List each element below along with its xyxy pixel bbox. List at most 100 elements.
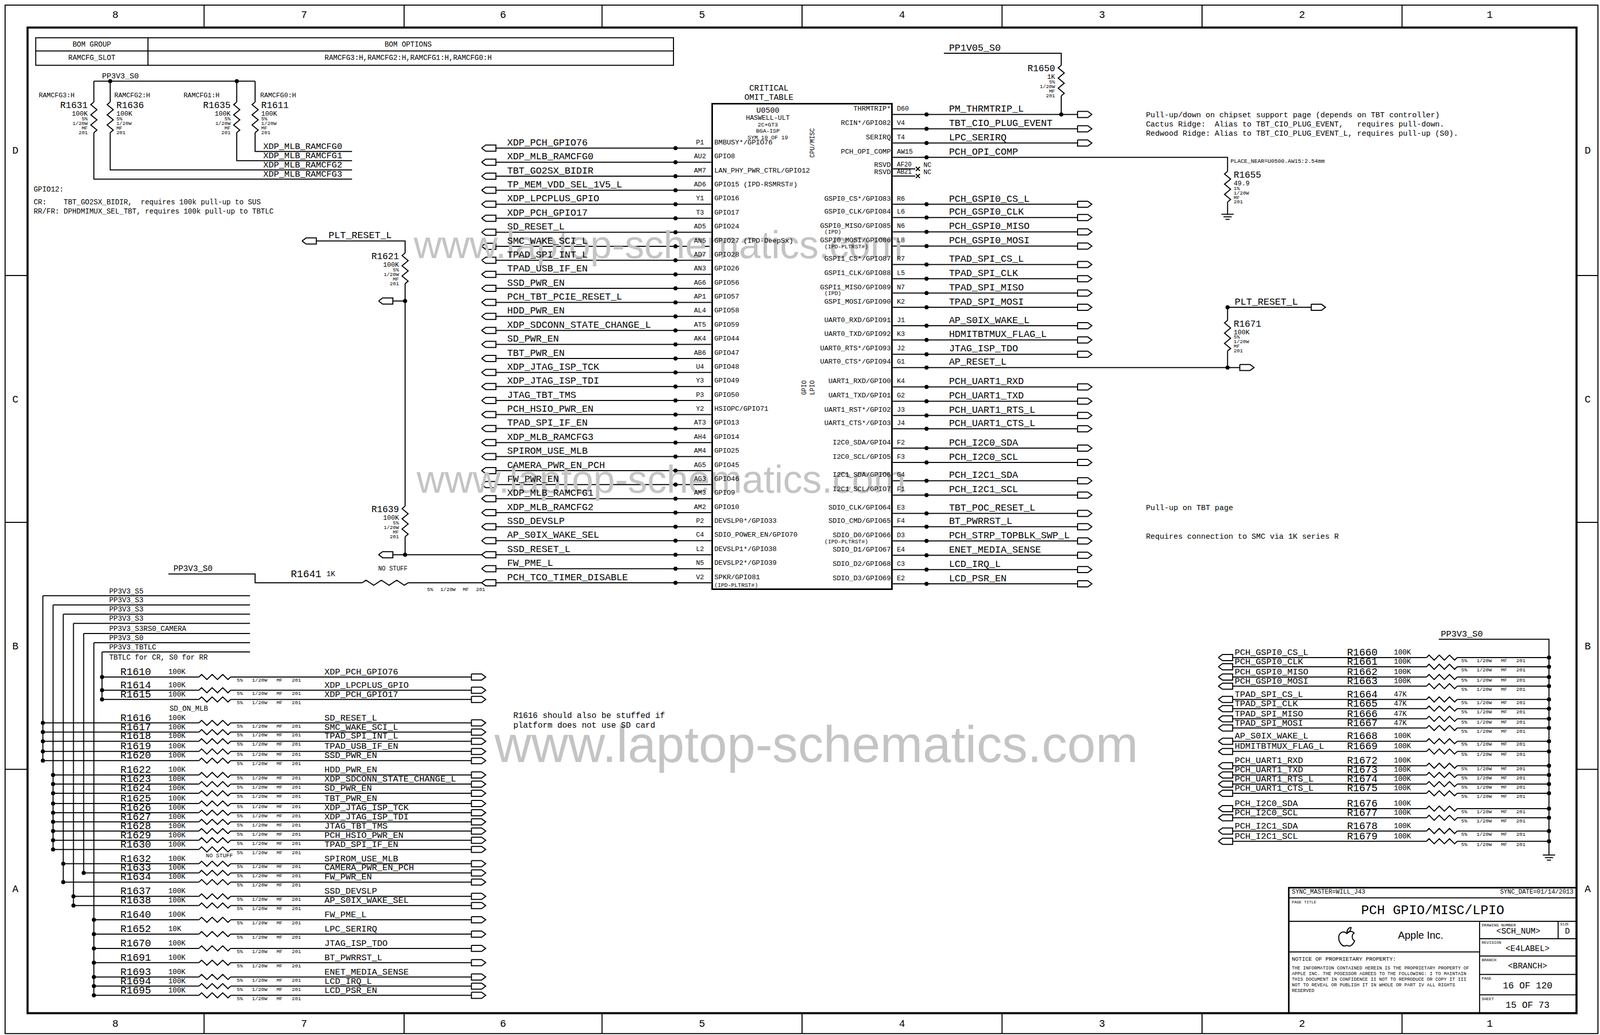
resistor-symbol xyxy=(199,870,231,876)
wire xyxy=(1457,783,1549,785)
component-spec: 5% 1/20W MF 201 xyxy=(236,987,301,993)
net-label: PCH_HSIO_PWR_EN xyxy=(507,404,594,415)
junction-dot xyxy=(91,946,96,951)
junction-dot xyxy=(51,810,56,815)
ball-number: J1 xyxy=(896,317,905,324)
offpage-connector xyxy=(481,313,496,320)
junction-dot xyxy=(1225,305,1230,310)
component-spec: 5% 1/20W MF 201 xyxy=(236,804,301,810)
junction-dot xyxy=(99,675,104,680)
wire xyxy=(495,217,711,219)
apple-logo-leaf xyxy=(1346,927,1352,933)
apple-logo xyxy=(1338,927,1355,946)
component-spec: 5% 1/20W MF 201 xyxy=(236,978,301,984)
pin-name: (IPD) xyxy=(824,290,842,297)
note-text: GPIO12: xyxy=(33,186,65,194)
offpage-connector xyxy=(471,893,486,900)
offpage-connector xyxy=(471,696,486,703)
pin-name: GPIO58 xyxy=(714,307,740,315)
title-block-text: BRANCH xyxy=(1481,958,1497,963)
ref-designator: R1641 xyxy=(290,569,322,580)
resistor-symbol xyxy=(199,861,231,867)
junction-dot xyxy=(51,819,56,825)
component-value: 100K xyxy=(1394,743,1412,751)
net-label: PP3V3_S3 xyxy=(109,615,144,623)
ball-number: N5 xyxy=(696,560,705,567)
ref-designator: R1661 xyxy=(1346,657,1378,668)
ball-number: F1 xyxy=(896,486,905,494)
net-label: SSD_DEVSLP xyxy=(324,887,378,897)
ref-designator: R1618 xyxy=(120,731,152,743)
offpage-connector xyxy=(481,537,496,544)
offpage-connector xyxy=(481,355,496,362)
component-value: 100K xyxy=(1394,649,1412,657)
offpage-connector xyxy=(1077,304,1092,311)
title-block-text: DRAWING NUMBER xyxy=(1481,923,1517,928)
grid-label: 1 xyxy=(1486,1019,1493,1030)
ref-designator: R1619 xyxy=(120,741,152,752)
ball-number: AN5 xyxy=(693,237,706,245)
net-label: PM_THRMTRIP_L xyxy=(949,104,1024,115)
ref-designator: R1655 xyxy=(1233,171,1262,181)
wire xyxy=(1457,685,1549,687)
component-value: 100K xyxy=(168,940,186,948)
offpage-connector xyxy=(471,687,486,694)
net-label: SMC_WAKE_SCI_L xyxy=(324,723,399,732)
frame-border xyxy=(27,27,1577,1014)
component-spec: 5% 1/20W MF 201 xyxy=(236,865,301,871)
resistor-symbol xyxy=(1224,320,1231,352)
ground-symbol xyxy=(1225,218,1230,220)
ref-designator: R1615 xyxy=(120,689,152,701)
ref-designator: R1694 xyxy=(120,976,152,987)
wire xyxy=(495,344,711,346)
page-title: PCH GPIO/MISC/LPIO xyxy=(1360,904,1505,918)
pin-name: PCH_OPI_COMP xyxy=(840,148,891,156)
wire xyxy=(495,329,711,331)
pin-name: UART1_RST*/GPIO2 xyxy=(824,406,891,414)
offpage-connector xyxy=(471,983,486,990)
component-value: 100K xyxy=(168,804,186,812)
option-label: NO STUFF xyxy=(205,852,234,859)
junction-dot xyxy=(924,262,929,267)
junction-dot xyxy=(61,879,66,884)
frame-line xyxy=(1401,5,1403,28)
wire xyxy=(892,203,1078,205)
junction-dot xyxy=(40,730,46,735)
offpage-connector xyxy=(1218,683,1233,690)
net-label: TPAD_SPI_CS_L xyxy=(949,254,1024,265)
resistor-symbol xyxy=(1426,748,1458,754)
net-label: TPAD_SPI_MISO xyxy=(949,282,1024,293)
ball-number: C3 xyxy=(896,560,905,568)
wire xyxy=(892,339,1078,341)
title-block-text: PAGE TITLE xyxy=(1291,900,1317,905)
junction-dot xyxy=(673,510,678,515)
frame-line xyxy=(1576,768,1598,770)
junction-dot xyxy=(924,384,929,389)
pin-name: RSVD xyxy=(874,161,891,170)
frame-line xyxy=(1201,1013,1203,1034)
ball-number: AK4 xyxy=(693,335,706,343)
offpage-connector xyxy=(471,757,486,764)
component-spec: 5% 1/20W MF 201 xyxy=(236,841,301,847)
net-label: PCH_STRP_TOPBLK_SWP_L xyxy=(949,531,1070,541)
frame-line xyxy=(203,5,205,28)
resistor-symbol xyxy=(199,790,231,796)
frame-line xyxy=(1201,5,1203,28)
wire xyxy=(1457,657,1549,659)
offpage-connector xyxy=(1218,663,1233,670)
chip-label: BGA-ISP xyxy=(755,128,780,135)
component-spec: 201 xyxy=(1045,93,1056,99)
resistor-symbol xyxy=(199,697,231,703)
resistor-symbol xyxy=(1426,738,1458,744)
pin-name: SDIO_D2/GPIO68 xyxy=(832,560,892,568)
pin-name: LAN_PHY_PWR_CTRL/GPIO12 xyxy=(714,167,811,175)
pin-name: GPIO8 xyxy=(714,153,736,161)
junction-dot xyxy=(924,352,929,357)
frame-line xyxy=(1479,974,1577,976)
component-spec: 5% 1/20W MF 201 xyxy=(236,906,301,912)
junction-dot xyxy=(673,187,678,193)
component-value: 100K xyxy=(168,766,186,774)
resistor-symbol xyxy=(199,772,231,778)
junction-dot xyxy=(924,112,929,117)
offpage-connector xyxy=(481,453,496,460)
